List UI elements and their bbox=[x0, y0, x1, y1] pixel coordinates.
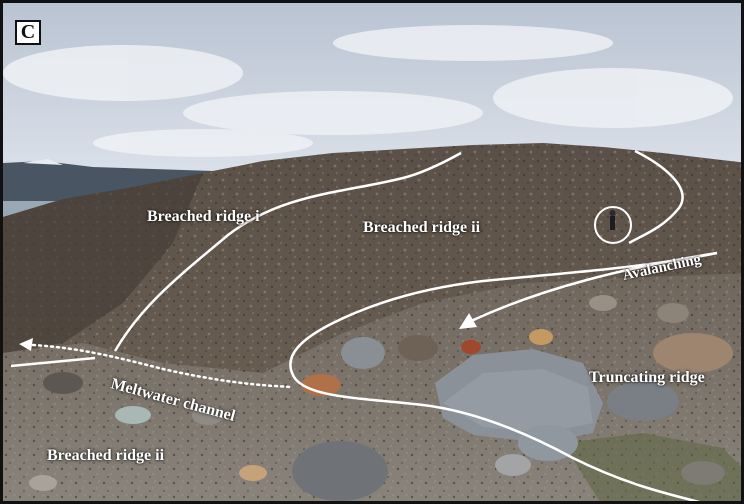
boulder bbox=[529, 329, 553, 345]
meltwater-channel-line bbox=[31, 343, 295, 389]
boulder bbox=[653, 333, 733, 373]
avalanching-arrow-line bbox=[470, 251, 718, 323]
boulder bbox=[607, 381, 679, 421]
boulder bbox=[29, 475, 57, 491]
boulders bbox=[29, 295, 733, 501]
avalanching-arrowhead bbox=[459, 313, 477, 329]
boulder bbox=[341, 337, 385, 369]
boulder bbox=[239, 465, 267, 481]
boulder bbox=[43, 372, 83, 394]
boulder bbox=[192, 405, 224, 425]
boulder bbox=[657, 303, 689, 323]
left-ridge-flank bbox=[3, 173, 203, 353]
panel-letter: C bbox=[15, 20, 41, 45]
clouds bbox=[3, 25, 733, 157]
boulder bbox=[398, 335, 438, 361]
boulder bbox=[589, 295, 617, 311]
label-breached-ridge-ii-bottom: Breached ridge ii bbox=[47, 447, 165, 464]
truncating-ridge-boundary-line bbox=[289, 251, 718, 501]
boulder bbox=[115, 406, 151, 424]
meltwater-channel-arrowhead bbox=[19, 338, 33, 351]
landscape-scene bbox=[3, 3, 741, 501]
boulder bbox=[681, 461, 725, 485]
ridge-i-boundary-line bbox=[113, 151, 462, 352]
boulder bbox=[292, 441, 388, 501]
ridge-ii-boundary-line bbox=[628, 149, 684, 245]
boulder bbox=[461, 340, 481, 354]
snow-patches bbox=[23, 159, 283, 169]
boulder bbox=[301, 374, 341, 396]
boulder bbox=[495, 454, 531, 476]
label-breached-ridge-ii-top: Breached ridge ii bbox=[363, 219, 481, 236]
person-figure bbox=[609, 210, 616, 230]
person-highlight-circle bbox=[594, 206, 632, 244]
label-truncating-ridge: Truncating ridge bbox=[589, 369, 705, 386]
left-edge-line bbox=[10, 356, 96, 368]
label-breached-ridge-i: Breached ridge i bbox=[147, 208, 260, 225]
